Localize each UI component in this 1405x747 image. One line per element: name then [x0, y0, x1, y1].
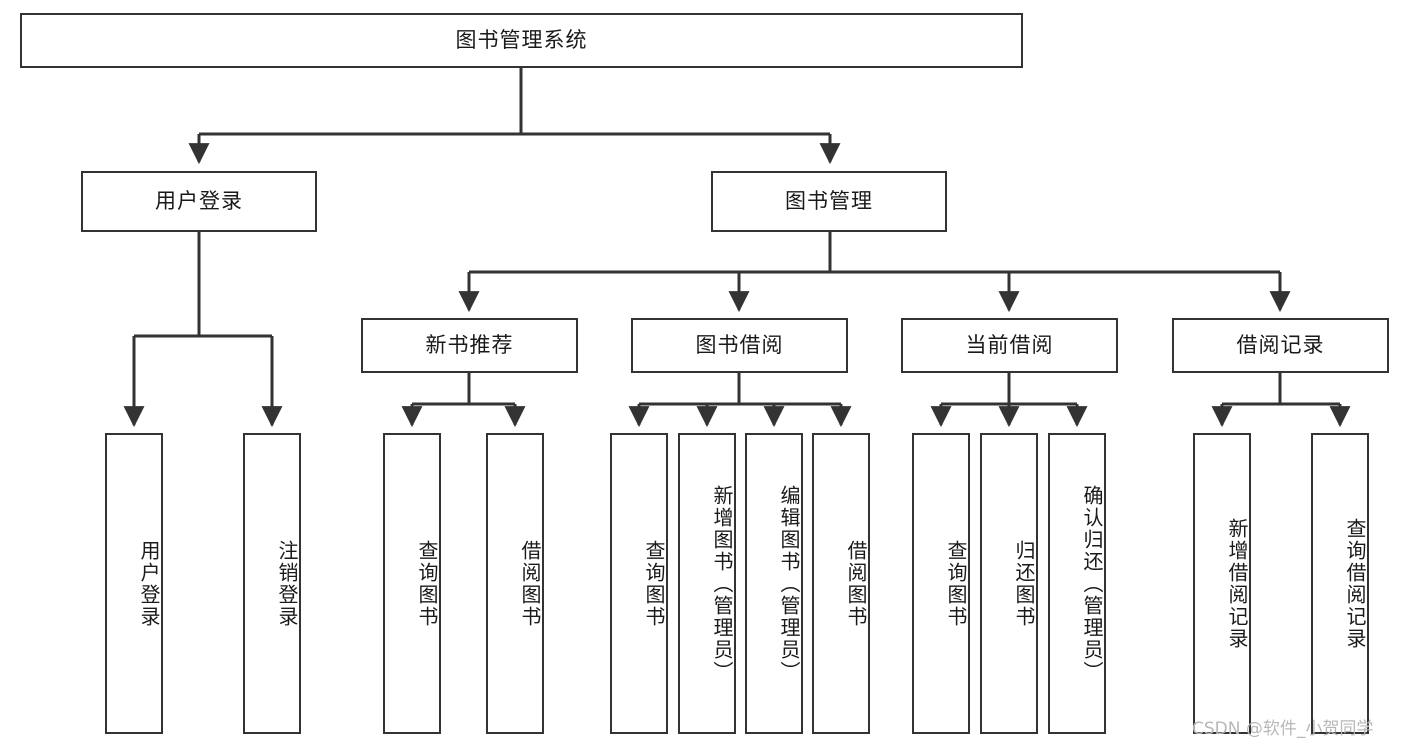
node-label: 新增图书（管理员）: [710, 484, 734, 683]
node-label: 确认归还（管理员）: [1080, 484, 1104, 683]
csdn-watermark: CSDN @软件_小贺同学: [1192, 719, 1374, 739]
node-book-borrow[interactable]: 图书借阅: [631, 318, 848, 373]
node-label: 新增借阅记录: [1225, 517, 1249, 650]
leaf-current-confirm-return-admin[interactable]: 确认归还（管理员）: [1048, 433, 1106, 734]
node-label: 查询图书: [415, 539, 439, 628]
node-label: 用户登录: [155, 188, 243, 213]
leaf-borrow-add-book-admin[interactable]: 新增图书（管理员）: [678, 433, 736, 734]
node-label: 借阅图书: [518, 539, 542, 628]
node-label: 查询借阅记录: [1343, 517, 1367, 650]
node-label: 借阅图书: [844, 539, 868, 628]
node-root-system[interactable]: 图书管理系统: [20, 13, 1023, 68]
leaf-recommend-borrow-book[interactable]: 借阅图书: [486, 433, 544, 734]
node-label: 查询图书: [642, 539, 666, 628]
leaf-user-login-logout[interactable]: 注销登录: [243, 433, 301, 734]
node-book-management[interactable]: 图书管理: [711, 171, 947, 232]
node-label: 当前借阅: [965, 332, 1054, 357]
leaf-current-return-book[interactable]: 归还图书: [980, 433, 1038, 734]
node-user-login[interactable]: 用户登录: [81, 171, 317, 232]
leaf-borrow-edit-book-admin[interactable]: 编辑图书（管理员）: [745, 433, 803, 734]
node-label: 新书推荐: [425, 332, 514, 357]
leaf-record-query-record[interactable]: 查询借阅记录: [1311, 433, 1369, 734]
node-label: 编辑图书（管理员）: [777, 484, 801, 683]
node-label: 图书借阅: [695, 332, 784, 357]
leaf-user-login-login[interactable]: 用户登录: [105, 433, 163, 734]
node-label: 图书管理: [785, 188, 873, 213]
node-label: 归还图书: [1012, 539, 1036, 628]
node-borrow-record[interactable]: 借阅记录: [1172, 318, 1389, 373]
node-new-book-recommend[interactable]: 新书推荐: [361, 318, 578, 373]
node-label: 查询图书: [944, 539, 968, 628]
leaf-borrow-borrow-book[interactable]: 借阅图书: [812, 433, 870, 734]
node-label: 借阅记录: [1236, 332, 1325, 357]
leaf-borrow-query-book[interactable]: 查询图书: [610, 433, 668, 734]
leaf-recommend-query-book[interactable]: 查询图书: [383, 433, 441, 734]
node-label: 用户登录: [137, 539, 161, 628]
leaf-current-query-book[interactable]: 查询图书: [912, 433, 970, 734]
leaf-record-add-record[interactable]: 新增借阅记录: [1193, 433, 1251, 734]
node-label: 注销登录: [275, 539, 299, 628]
node-label: 图书管理系统: [455, 27, 588, 52]
node-current-borrow[interactable]: 当前借阅: [901, 318, 1118, 373]
